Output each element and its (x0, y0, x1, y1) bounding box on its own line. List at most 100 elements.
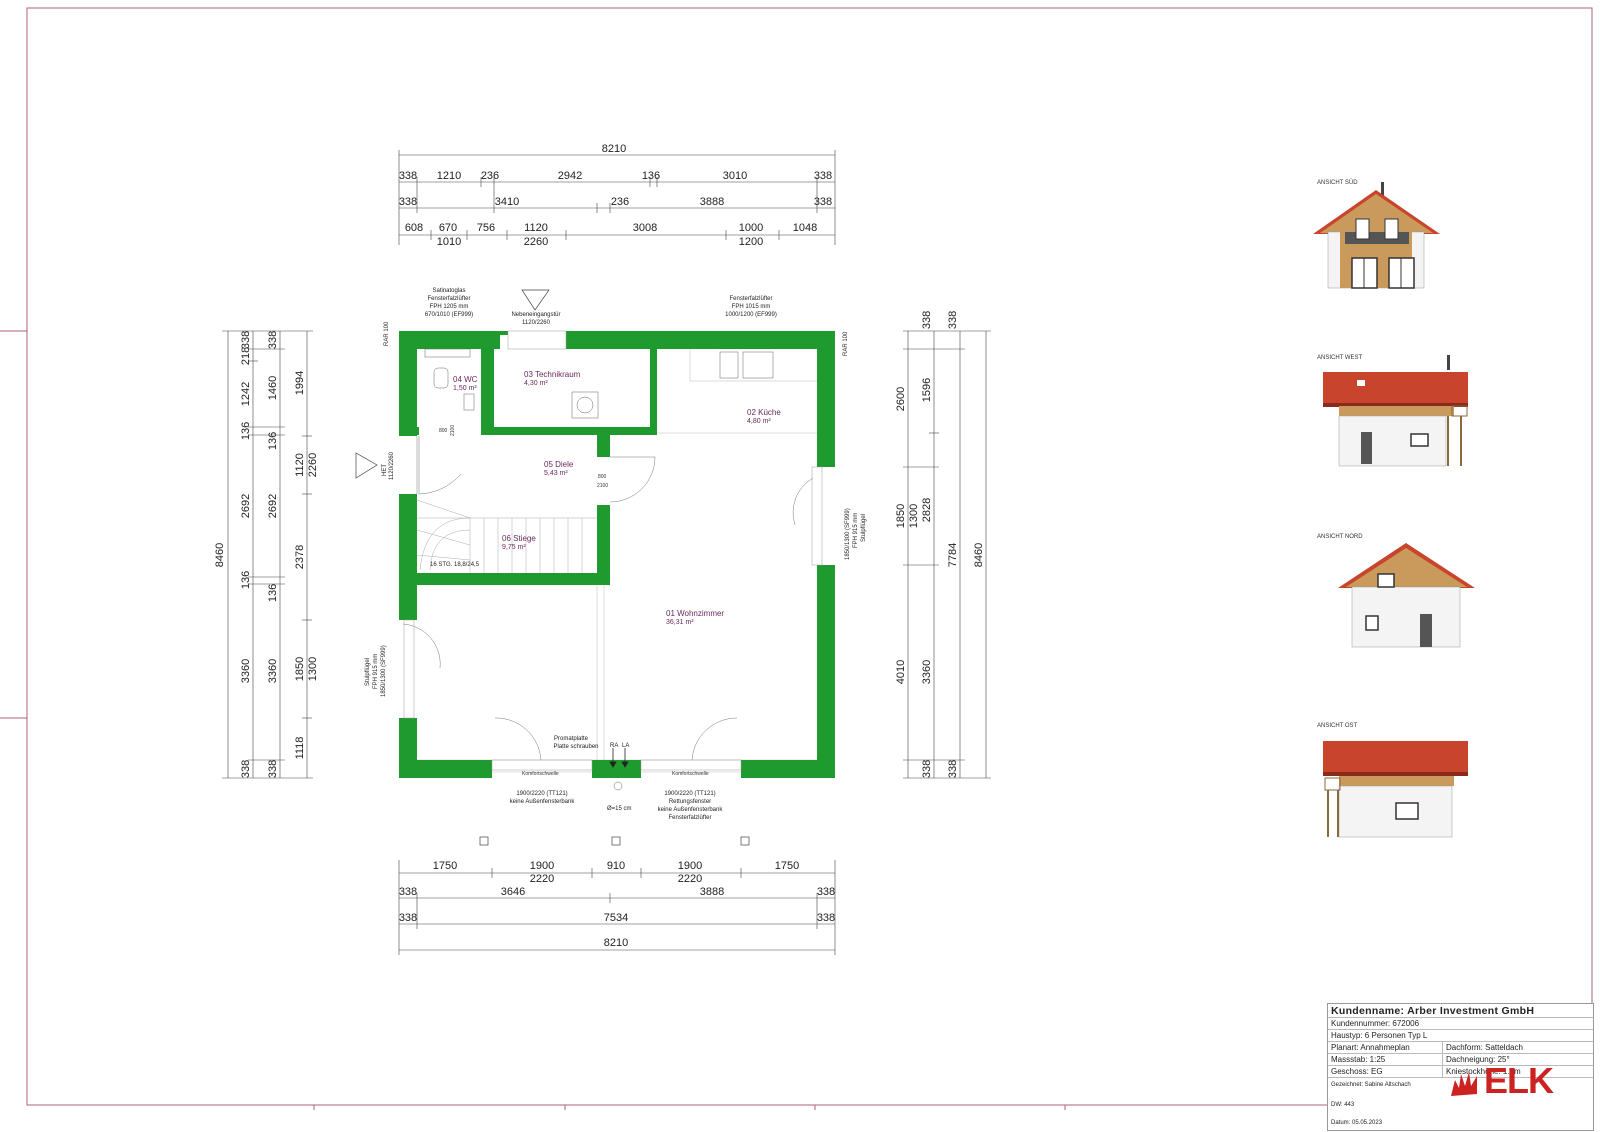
fixtures (424, 348, 774, 791)
dim-bottom-r2: 3646 (501, 886, 525, 898)
dim-top-r4: 670 (439, 222, 457, 234)
room-diele-name: 05 Diele (544, 460, 574, 469)
dim-top-r4: 1048 (793, 222, 817, 234)
dim-left-c2: 136 (267, 584, 279, 602)
elevation-nord-label: ANSICHT NORD (1317, 534, 1363, 540)
note-right-window: 1850/1300 (SF999) (845, 508, 851, 560)
dim-bottom-r2: 3888 (700, 886, 724, 898)
dim-right-c1: 338 (921, 760, 933, 778)
dim-top-r4b: 2260 (524, 236, 548, 248)
dim-top-r3: 3888 (700, 196, 724, 208)
dim-top-r4: 1120 (524, 222, 548, 234)
right-dimension-labels: 338 2600 1850 4010 338 1596 1300 3360 33… (895, 311, 985, 778)
note-right-window: Stulpflügel (861, 514, 867, 542)
note-door-bottom-l: 1900/2220 (TT121) (516, 791, 567, 797)
bottom-dimension-labels: 1750 1900 910 1900 1750 2220 2220 338 36… (399, 860, 835, 949)
note-satinato: FPH 1205 mm (430, 304, 469, 310)
dim-bottom-r3: 338 (817, 912, 835, 924)
note-left-window: 1850/1300 (SF999) (381, 645, 387, 697)
note-door-bottom-r: Fensterfalzlüfter (668, 815, 711, 821)
note-het: HET (382, 464, 388, 476)
dim-bottom-r1: 1900 (530, 860, 554, 872)
wall-right-upper (817, 331, 835, 467)
dim-bottom-r3: 7534 (604, 912, 628, 924)
dachform: Dachform: Satteldach (1442, 1042, 1523, 1054)
dim-right-c1: 1850 (895, 504, 907, 528)
note-promat: Platte schrauben (553, 744, 598, 750)
dim-left-c2: 338 (267, 331, 279, 349)
dim-bottom-r2: 338 (399, 886, 417, 898)
note-right-window: FPH 915 mm (853, 513, 859, 548)
left-dimensions (222, 330, 313, 779)
dim-bottom-r3: 338 (399, 912, 417, 924)
note-la: LA (622, 743, 629, 749)
note-ra: RA (610, 743, 618, 749)
wall-left-low (399, 718, 417, 778)
note-door-bottom-r: 1900/2220 (TT121) (664, 791, 715, 797)
room-wohn-area: 36,31 m² (666, 619, 694, 626)
note-neben: 1120/2260 (522, 320, 551, 326)
dim-top-r4: 3008 (633, 222, 657, 234)
dim-top-r2: 2942 (558, 170, 582, 182)
dim-bottom-r1: 1900 (678, 860, 702, 872)
note-door-2100b: 2100 (597, 483, 608, 489)
room-technik-area: 4,30 m² (524, 380, 548, 387)
dim-top-r4b: 1200 (739, 236, 763, 248)
ra-la-arrows (609, 748, 629, 768)
note-het: 1120/2260 (389, 451, 395, 480)
dim-left-c1: 338 (240, 760, 252, 778)
elk-logo: ELK (1484, 1060, 1554, 1101)
note-diameter: Ø=15 cm (607, 806, 632, 812)
title-block: Kundenname: Arber Investment GmbH Kunden… (1327, 1003, 1594, 1131)
elevation-nord (1338, 543, 1475, 648)
note-fenster-kueche: FPH 1015 mm (732, 304, 771, 310)
plan-notes: Satinatoglas Fensterfalzlüfter FPH 1205 … (365, 288, 867, 821)
elevation-sued-label: ANSICHT SÜD (1317, 179, 1358, 186)
note-promat: Promatplatte (554, 736, 589, 742)
elevation-west-label: ANSICHT WEST (1317, 355, 1363, 361)
dim-top-r2: 1210 (437, 170, 461, 182)
dim-top-r2: 338 (814, 170, 832, 182)
dim-left-total: 8460 (214, 543, 226, 567)
room-technik-name: 03 Technikraum (524, 370, 581, 379)
dim-left-c2: 3360 (267, 659, 279, 683)
note-fenster-kueche: 1000/1200 (EF999) (725, 312, 777, 318)
note-komfort-r: Komfortschwelle (672, 771, 709, 777)
wall-stair-bottom (417, 573, 610, 585)
room-wc-name: 04 WC (453, 375, 478, 384)
entry-markers (355, 289, 550, 479)
right-dimensions (903, 330, 991, 779)
titleblock-row-massstab: Massstab: 1:25 (1328, 1054, 1593, 1066)
wall-top-c (500, 331, 508, 335)
dim-left-c1: 136 (240, 571, 252, 589)
titleblock-row-planart: Planart: Annahmeplan (1328, 1042, 1593, 1054)
dim-right-c1: 338 (921, 311, 933, 329)
dim-left-c2: 2692 (267, 494, 279, 518)
wall-bottom-right (741, 760, 835, 778)
wall-right-lower (817, 565, 835, 778)
wall-diele-right (597, 427, 610, 457)
dim-right-c3: 338 (947, 760, 959, 778)
kniestock: Kniestockhöhe: 1.6m (1442, 1066, 1521, 1078)
dim-left-c1: 3360 (240, 659, 252, 683)
dim-right-c1: 4010 (895, 660, 907, 684)
note-door-800a: 800 (439, 428, 448, 434)
room-kueche-name: 02 Küche (747, 408, 781, 417)
room-wohn-name: 01 Wohnzimmer (666, 609, 724, 618)
dim-right-c2: 1596 (921, 378, 933, 402)
dim-right-c2: 3360 (921, 660, 933, 684)
dim-top-r2: 136 (642, 170, 660, 182)
wall-top-b (566, 331, 835, 349)
dim-top-r3: 236 (611, 196, 629, 208)
wall-left-mid (399, 494, 417, 620)
window-frames (403, 330, 823, 771)
wall-tech-right (650, 331, 657, 435)
gezeichnet: Gezeichnet: Sabine Altschach (1331, 1082, 1411, 1088)
note-door-2100a: 2100 (450, 425, 456, 436)
left-dimension-labels: 8460 338 218 1242 136 2692 136 3360 338 … (214, 331, 319, 778)
dim-left-c1: 338 (240, 331, 252, 349)
wall-tech-bottom (481, 427, 657, 435)
dim-top-r3: 3410 (495, 196, 519, 208)
note-stairs: 16 STG. 18,8/24,5 (430, 562, 480, 568)
dim-left-c1: 2692 (240, 494, 252, 518)
